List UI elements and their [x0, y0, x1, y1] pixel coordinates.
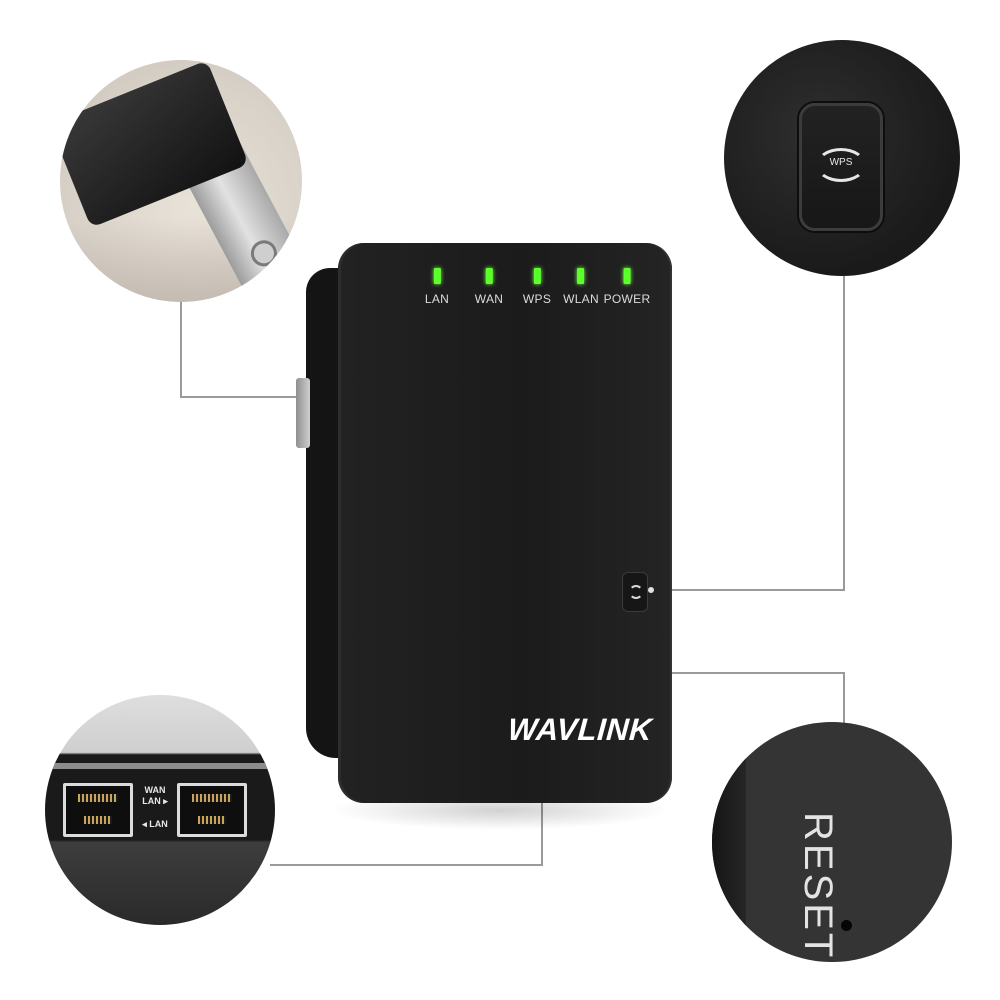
wps-sync-icon	[629, 585, 643, 599]
ports-panel-frame	[45, 763, 275, 769]
wps-leader-vertical	[843, 276, 845, 591]
wan-lan-port-right	[177, 783, 247, 837]
port-label-wan: WAN	[144, 785, 166, 795]
led-wan-indicator	[485, 268, 493, 284]
lan-port-left-bottom-pins	[84, 816, 112, 824]
reset-pinhole[interactable]	[841, 920, 852, 931]
led-wps-indicator	[533, 268, 541, 284]
lan-port-left	[63, 783, 133, 837]
ports-callout-circle: WAN LAN ▸ ◂ LAN	[45, 695, 275, 925]
device-side-prong	[296, 378, 310, 448]
reset-label: RESET	[796, 812, 840, 961]
power-plug-icon	[246, 235, 282, 271]
wps-sync-icon	[816, 148, 866, 182]
wps-callout-circle: WPS	[724, 40, 960, 276]
led-power: POWER	[604, 268, 651, 306]
ports-leader-horizontal	[270, 864, 543, 866]
wps-leader-horizontal	[652, 589, 845, 591]
plug-leader-horizontal	[180, 396, 302, 398]
plug-callout-circle	[60, 60, 302, 302]
led-wan: WAN	[475, 268, 503, 306]
led-wlan-indicator	[577, 268, 585, 284]
led-lan-indicator	[433, 268, 441, 284]
wps-callout-button: WPS	[799, 103, 883, 231]
wps-button[interactable]	[622, 572, 648, 612]
ports-leader-vertical	[541, 782, 543, 866]
led-lan: LAN	[425, 268, 449, 306]
wan-lan-port-right-bottom-pins	[198, 816, 226, 824]
led-power-label: POWER	[603, 292, 651, 306]
reset-callout-circle: RESET	[712, 722, 952, 962]
port-switch-labels: WAN LAN ▸ ◂ LAN	[137, 785, 173, 830]
led-wan-label: WAN	[474, 292, 504, 306]
port-label-lan-top: LAN ▸	[142, 796, 168, 806]
wan-lan-port-right-top-pins	[192, 794, 232, 802]
led-wlan: WLAN	[563, 268, 599, 306]
led-wps-label: WPS	[522, 292, 552, 306]
wavlink-repeater-device	[338, 243, 672, 803]
reset-side-edge	[712, 722, 746, 962]
wps-button-pointer-dot	[648, 587, 654, 593]
wps-callout-label: WPS	[829, 157, 853, 168]
brand-logo: WAVLINK	[506, 712, 654, 747]
led-lan-label: LAN	[424, 292, 450, 306]
port-label-lan-bottom: ◂ LAN	[142, 819, 168, 829]
plug-leader-vertical	[180, 282, 182, 398]
led-power-indicator	[623, 268, 631, 284]
lan-port-left-top-pins	[78, 794, 118, 802]
reset-leader-vertical	[843, 672, 845, 724]
led-wlan-label: WLAN	[563, 292, 599, 306]
led-wps: WPS	[523, 268, 551, 306]
reset-leader-horizontal	[672, 672, 845, 674]
